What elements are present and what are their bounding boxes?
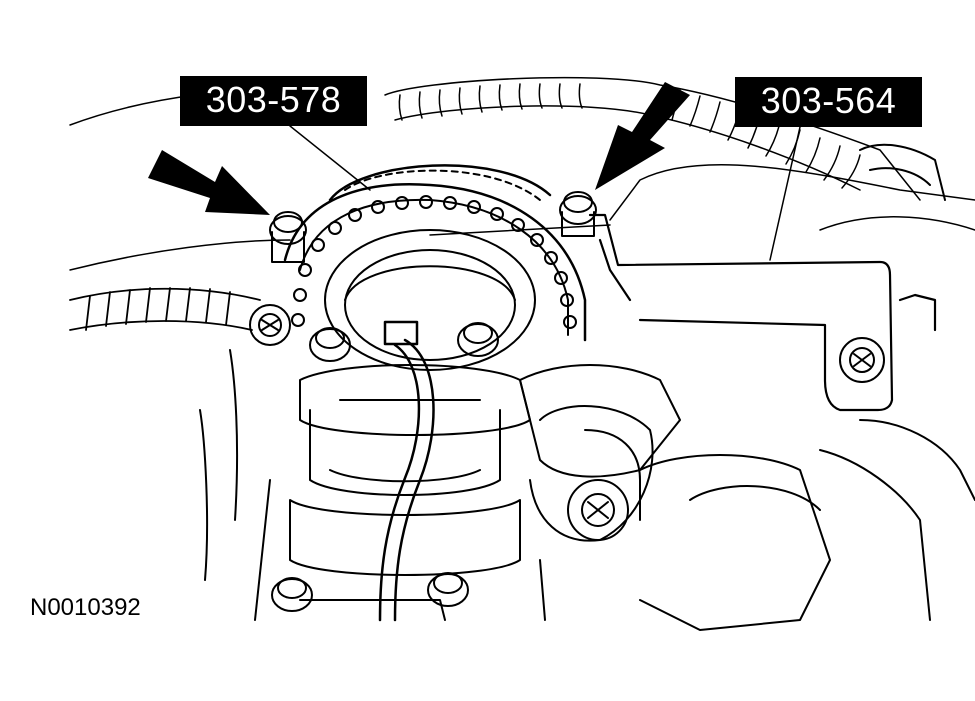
bolt-torx-left [250, 305, 290, 345]
sensor-wire [380, 322, 434, 620]
bolt-torx-center [568, 480, 628, 540]
callout-label-303-578: 303-578 [180, 76, 367, 126]
camshaft-sprocket-and-chain [285, 165, 585, 370]
bolt-hex-bottom-right [428, 573, 468, 606]
bolt-right-arrowed [560, 192, 596, 236]
arrow-left-icon [148, 150, 270, 215]
right-hose [860, 145, 945, 200]
bolt-hex-bottom-left [272, 578, 312, 611]
leader-lines [290, 126, 800, 260]
bolt-left-arrowed [270, 212, 306, 262]
bolts [250, 192, 884, 611]
engine-block [200, 350, 975, 630]
bolt-hex-center-right [458, 323, 498, 356]
pointer-arrows [148, 82, 690, 215]
wiring-harness-left [70, 288, 260, 330]
figure-id-label: N0010392 [30, 594, 141, 621]
bolt-hex-center-left [310, 328, 350, 361]
bolt-torx-right [840, 338, 884, 382]
callout-label-303-564: 303-564 [735, 77, 922, 127]
arrow-right-icon [595, 82, 690, 190]
bracket-303-564 [590, 215, 935, 410]
